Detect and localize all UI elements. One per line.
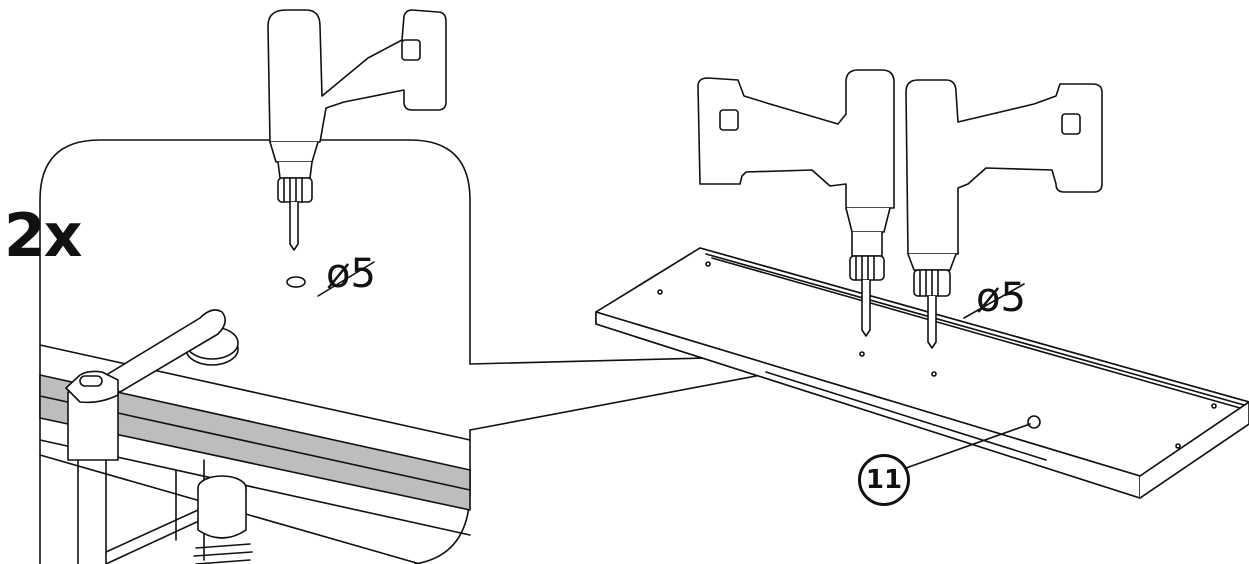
diameter-slash bbox=[963, 283, 1025, 319]
hole-diameter-label: ø5 bbox=[326, 251, 376, 297]
drill-icon bbox=[267, 9, 447, 251]
board-panel bbox=[595, 247, 1249, 499]
drill-icon bbox=[905, 79, 1103, 349]
part-leader-line bbox=[905, 423, 1031, 469]
quantity-label: 2x bbox=[4, 201, 82, 271]
clamp bbox=[65, 309, 253, 564]
drill-icon bbox=[697, 69, 895, 337]
part-number-badge: 11 bbox=[858, 454, 910, 506]
work-rail bbox=[39, 344, 471, 564]
diameter-slash bbox=[317, 261, 375, 297]
hole-marker bbox=[286, 276, 306, 288]
hole-diameter-label: ø5 bbox=[976, 275, 1026, 321]
